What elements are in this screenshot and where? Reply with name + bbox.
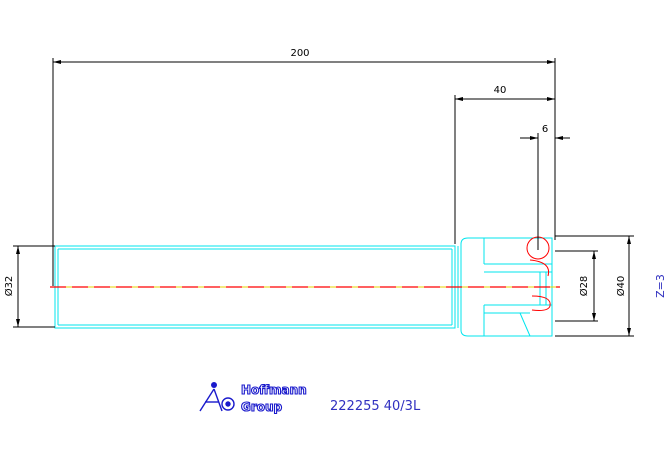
dimension-head-length: 40 — [454, 85, 555, 244]
head-slot-diag — [519, 312, 531, 337]
part-number: 222255 40/3L — [330, 399, 421, 414]
dimension-head-diameter: Ø40 — [555, 235, 634, 337]
dimension-shank-diameter: Ø32 — [3, 245, 55, 328]
tool-outline — [54, 237, 553, 337]
cutting-edge-arc-2 — [531, 295, 551, 311]
slot-width-label: 6 — [542, 124, 548, 135]
shank-diameter-label: Ø32 — [3, 276, 15, 297]
logo-figure-icon — [199, 382, 235, 412]
teeth-count-label: Z=3 — [654, 274, 667, 298]
dimension-slot-width: 6 — [520, 124, 570, 250]
head-diameter-label: Ø40 — [615, 276, 627, 297]
dimension-overall-length: 200 — [52, 48, 556, 286]
neck-diameter-label: Ø28 — [578, 276, 590, 297]
cutting-edge-arc-1 — [529, 259, 550, 277]
head-body — [460, 237, 553, 337]
dimension-neck-diameter: Ø28 — [555, 250, 598, 322]
cutting-edge-details — [526, 236, 551, 311]
hoffmann-group-logo: Hoffmann Group — [199, 382, 307, 415]
head-length-label: 40 — [494, 85, 507, 96]
logo-line-2: Group — [241, 400, 283, 414]
logo-line-1: Hoffmann — [241, 383, 307, 397]
overall-length-label: 200 — [290, 48, 309, 59]
